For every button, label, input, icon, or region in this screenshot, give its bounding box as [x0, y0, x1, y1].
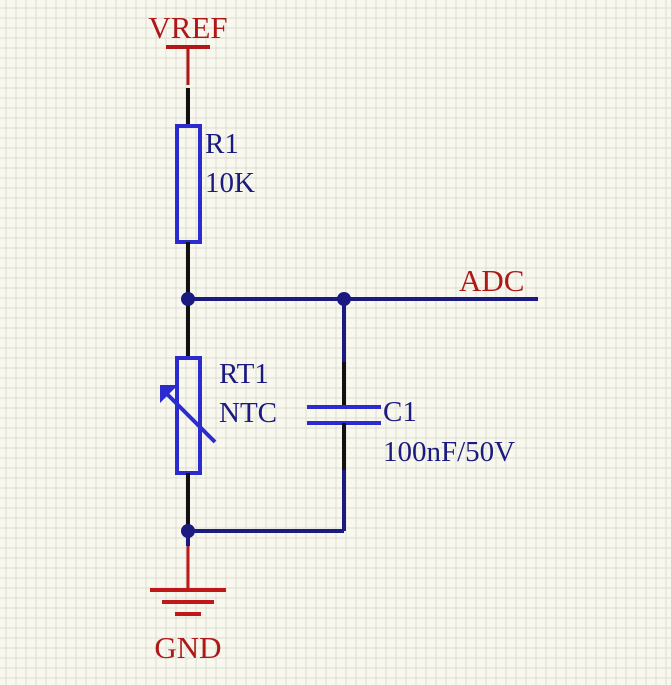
adc-net-label: ADC: [459, 263, 524, 298]
thermistor-rt1: RT1 NTC: [160, 299, 277, 531]
junction-dot: [181, 292, 195, 306]
wires: [186, 297, 538, 546]
thermistor-hook-icon: [160, 385, 178, 403]
c1-value: 100nF/50V: [383, 436, 515, 468]
r1-value: 10K: [205, 167, 255, 199]
junction-dot: [337, 292, 351, 306]
junction-dot: [181, 524, 195, 538]
gnd-label: GND: [154, 630, 221, 665]
r1-designator: R1: [205, 128, 239, 160]
rt1-value: NTC: [219, 397, 277, 429]
resistor-icon: [175, 124, 202, 244]
resistor-r1: R1 10K: [175, 88, 255, 299]
vref-label: VREF: [148, 10, 227, 45]
gnd-power-port: GND: [150, 546, 226, 665]
c1-designator: C1: [383, 396, 417, 428]
rt1-designator: RT1: [219, 358, 269, 390]
vref-power-port: VREF: [148, 10, 228, 85]
ground-symbol-icon: [150, 588, 226, 616]
thermistor-diagonal: [163, 390, 217, 444]
capacitor-c1: C1 100nF/50V: [307, 362, 515, 470]
junctions: [181, 292, 351, 538]
